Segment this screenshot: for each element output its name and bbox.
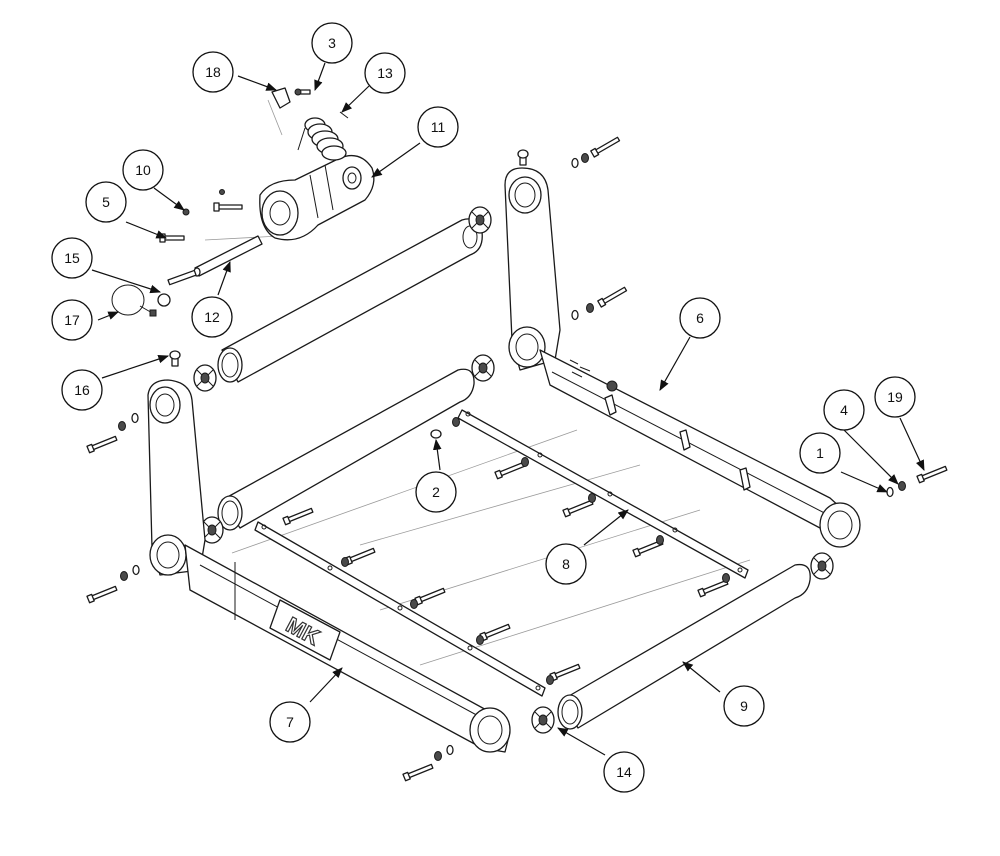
- torsion-spring: [297, 111, 349, 161]
- callout-6: 6: [679, 297, 721, 339]
- svg-text:12: 12: [204, 309, 220, 325]
- set-screw: [159, 233, 185, 243]
- callout-15: 15: [51, 237, 93, 279]
- cross-plate-front: [254, 521, 546, 697]
- callout-3: 3: [311, 22, 353, 64]
- top-knob-right: [517, 149, 529, 166]
- lanyard-ring: [111, 284, 157, 317]
- top-knob-left: [169, 350, 181, 367]
- housing-bolts: [213, 189, 243, 212]
- svg-text:1: 1: [816, 445, 824, 461]
- callout-17: 17: [51, 299, 93, 341]
- callout-2: 2: [415, 471, 457, 513]
- svg-text:17: 17: [64, 312, 80, 328]
- left-side-frame: MK: [147, 379, 511, 753]
- svg-text:19: 19: [887, 389, 903, 405]
- callout-1: 1: [799, 432, 841, 474]
- callout-12: 12: [191, 296, 233, 338]
- svg-text:7: 7: [286, 714, 294, 730]
- callout-19: 19: [874, 376, 916, 418]
- svg-text:6: 6: [696, 310, 704, 326]
- svg-text:3: 3: [328, 35, 336, 51]
- callout-4: 4: [823, 389, 865, 431]
- svg-text:15: 15: [64, 250, 80, 266]
- callout-10: 10: [122, 149, 164, 191]
- svg-text:2: 2: [432, 484, 440, 500]
- svg-text:13: 13: [377, 65, 393, 81]
- middle-roller: [217, 368, 475, 531]
- svg-text:9: 9: [740, 698, 748, 714]
- callout-8: 8: [545, 543, 587, 585]
- right-side-frame: [504, 167, 861, 548]
- callout-13: 13: [364, 52, 406, 94]
- svg-text:11: 11: [431, 119, 446, 135]
- svg-text:16: 16: [74, 382, 90, 398]
- callout-11: 11: [417, 106, 459, 148]
- cross-plate-rear: [457, 409, 749, 579]
- handle-housing: [259, 154, 375, 241]
- callout-9: 9: [723, 685, 765, 727]
- clevis-pin: [157, 269, 197, 307]
- callout-5: 5: [85, 181, 127, 223]
- callout-14: 14: [603, 751, 645, 793]
- small-screw: [294, 88, 311, 96]
- svg-text:18: 18: [205, 64, 221, 80]
- fasteners: [86, 135, 949, 782]
- pivot-pin: [194, 235, 263, 277]
- svg-text:10: 10: [135, 162, 151, 178]
- callout-18: 18: [192, 51, 234, 93]
- lower-roller: [557, 563, 811, 730]
- leader-lines: [91, 62, 925, 756]
- svg-text:5: 5: [102, 194, 110, 210]
- svg-text:4: 4: [840, 402, 848, 418]
- svg-text:8: 8: [562, 556, 570, 572]
- svg-text:14: 14: [616, 764, 632, 780]
- latch-plate: [271, 87, 291, 109]
- callout-16: 16: [61, 369, 103, 411]
- callout-7: 7: [269, 701, 311, 743]
